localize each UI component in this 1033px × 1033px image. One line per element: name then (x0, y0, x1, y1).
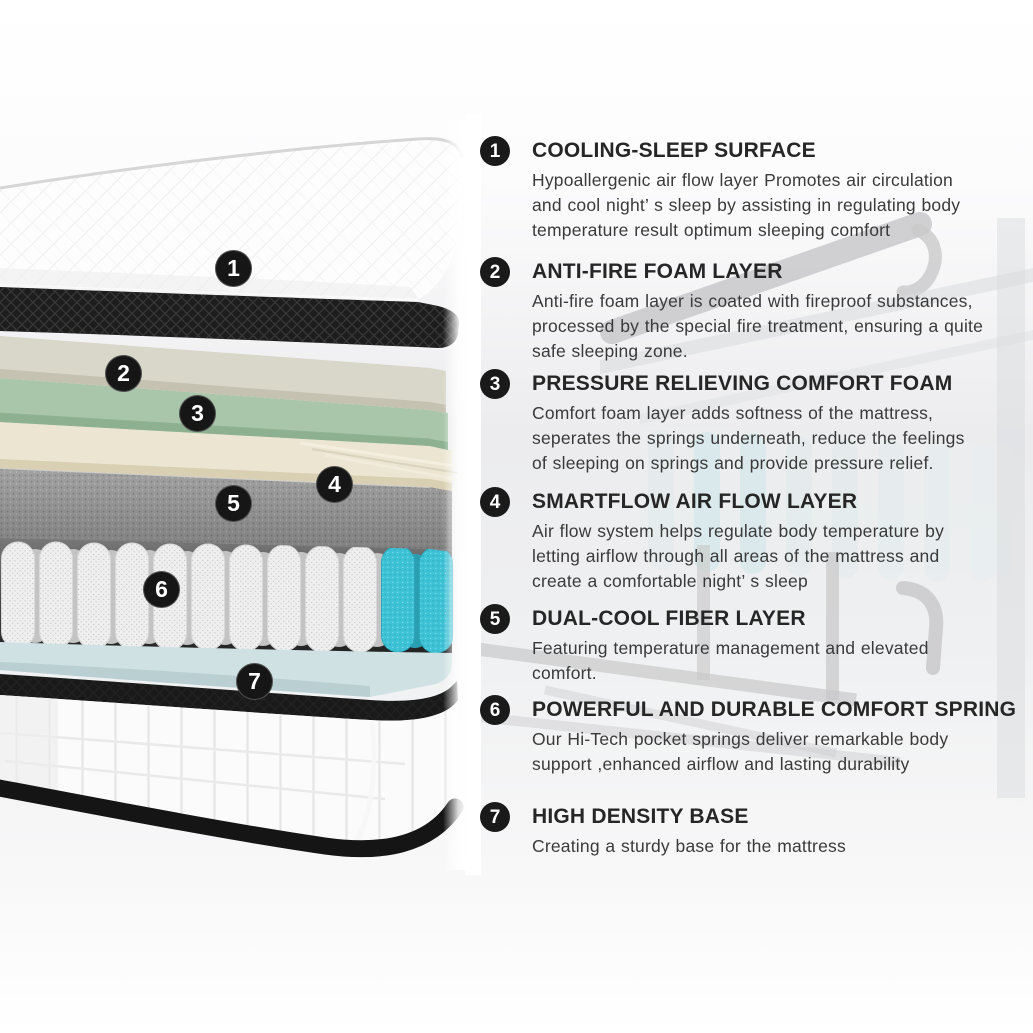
fiber-blue-layer (0, 642, 452, 697)
section-body: Creating a sturdy base for the mattress (532, 834, 1025, 859)
section-number-badge: 1 (480, 136, 510, 166)
section-number-badge: 4 (480, 487, 510, 517)
section-body-line: Featuring temperature management and ele… (532, 638, 929, 658)
section-body-line: seperates the springs underneath, reduce… (532, 428, 965, 449)
section-title: PRESSURE RELIEVING COMFORT FOAM (532, 372, 953, 395)
layer-marker-4: 4 (316, 466, 353, 503)
section-number-badge: 7 (480, 802, 510, 832)
layer-marker-1: 1 (215, 250, 252, 287)
section-smartflow-air-flow-layer: 4 SMARTFLOW AIR FLOW LAYER Air flow syst… (480, 487, 1025, 595)
section-number-badge: 3 (480, 369, 510, 399)
section-body-line: Hypoallergenic air flow layer Promotes a… (532, 170, 953, 190)
section-dual-cool-fiber-layer: 5 DUAL-COOL FIBER LAYER Featuring temper… (480, 604, 1025, 686)
teal-spring (381, 545, 415, 653)
section-body-line: support ,enhanced airflow and lasting du… (532, 754, 910, 775)
section-anti-fire-foam-layer: 2 ANTI-FIRE FOAM LAYER Anti-fire foam la… (480, 257, 1025, 365)
section-body: Hypoallergenic air flow layer Promotes a… (532, 168, 1025, 244)
ghost-mattress-shapes (469, 212, 1033, 798)
section-body-line: processed by the special fire treatment,… (532, 316, 984, 337)
section-body-line: Creating a sturdy base for the mattress (532, 836, 846, 856)
section-body-line: create a comfortable night’ s sleep (532, 571, 808, 592)
section-body-line: letting airflow through all areas of the… (532, 546, 940, 567)
layer-marker-6: 6 (143, 571, 180, 608)
section-body: Comfort foam layer adds softness of the … (532, 401, 1025, 477)
foam-green-layer (0, 378, 448, 450)
section-title: POWERFUL AND DURABLE COMFORT SPRING (532, 698, 1017, 721)
section-title: SMARTFLOW AIR FLOW LAYER (532, 490, 858, 513)
pillow-top-layer (0, 137, 464, 299)
section-body-line: Anti-fire foam layer is coated with fire… (532, 291, 973, 311)
section-title: COOLING-SLEEP SURFACE (532, 139, 816, 162)
section-body-line: Comfort foam layer adds softness of the … (532, 403, 934, 423)
section-body-line: comfort. (532, 663, 597, 684)
section-cooling-sleep-surface: 1 COOLING-SLEEP SURFACE Hypoallergenic a… (480, 136, 1025, 244)
section-body-line: Our Hi-Tech pocket springs deliver remar… (532, 729, 949, 749)
section-title: DUAL-COOL FIBER LAYER (532, 607, 806, 630)
layer-marker-3: 3 (179, 395, 216, 432)
section-title: ANTI-FIRE FOAM LAYER (532, 260, 783, 283)
layer-marker-7: 7 (236, 663, 273, 700)
section-body-line: safe sleeping zone. (532, 341, 688, 362)
section-number-badge: 5 (480, 604, 510, 634)
section-number-badge: 6 (480, 695, 510, 725)
section-body: Our Hi-Tech pocket springs deliver remar… (532, 727, 1025, 777)
section-powerful-durable-comfort-spring: 6 POWERFUL AND DURABLE COMFORT SPRING Ou… (480, 695, 1025, 777)
section-body-line: of sleeping on springs and provide press… (532, 453, 934, 474)
layer-marker-2: 2 (105, 355, 142, 392)
base-top-piping (0, 674, 458, 721)
section-title: HIGH DENSITY BASE (532, 805, 749, 828)
section-body-line: temperature result optimum sleeping comf… (532, 220, 891, 241)
section-number-badge: 2 (480, 257, 510, 287)
section-pressure-relieving-comfort-foam: 3 PRESSURE RELIEVING COMFORT FOAM Comfor… (480, 369, 1025, 477)
base-bottom-piping (0, 779, 464, 858)
section-body: Featuring temperature management and ele… (532, 636, 1025, 686)
section-body-line: and cool night’ s sleep by assisting in … (532, 195, 961, 216)
section-body: Air flow system helps regulate body temp… (532, 519, 1025, 595)
layer-marker-5: 5 (215, 485, 252, 522)
section-high-density-base: 7 HIGH DENSITY BASE Creating a sturdy ba… (480, 802, 1025, 859)
mesh-black-band (0, 287, 460, 348)
section-body-line: Air flow system helps regulate body temp… (532, 521, 945, 541)
section-body: Anti-fire foam layer is coated with fire… (532, 289, 1025, 365)
